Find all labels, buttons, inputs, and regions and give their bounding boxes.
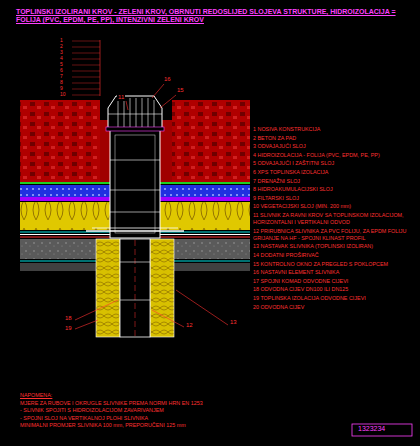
layer-description: 16 NASTAVNI ELEMENT SLIVNIKA	[253, 269, 415, 276]
layer-description: 14 DODATNI PROŠIRIVAČ	[253, 252, 415, 259]
callout-number: 15	[176, 87, 185, 94]
notes-block: NAPOMENA:MJERE ZA RUBOVE I OKRUGLE SLIVN…	[20, 392, 345, 430]
leader-line	[72, 83, 100, 84]
layer-number: 3	[60, 50, 63, 56]
callout-number: 12	[185, 322, 194, 329]
leader-line	[72, 59, 100, 60]
leader-line	[72, 41, 100, 42]
layer-description: 11 SLIVNIK ZA RAVNI KROV SA TOPLINSKOM I…	[253, 212, 415, 226]
layer-description: 5 ODVAJAJUĆI I ZAŠTITNI SLOJ	[253, 160, 415, 167]
callout-number: 11	[117, 94, 125, 101]
drawing-title: TOPLINSKI IZOLIRANI KROV - ZELENI KROV, …	[16, 8, 406, 24]
leader-line	[72, 65, 100, 66]
leader-line	[72, 53, 100, 54]
callout-number: 13	[229, 319, 238, 326]
layer-number: 10	[60, 92, 66, 98]
layer-description: 12 PRIRUBNICA SLIVNIKA ZA PVC FOLIJU, ZA…	[253, 228, 415, 242]
note-line: MJERE ZA RUBOVE I OKRUGLE SLIVNIKE PREMA…	[20, 400, 345, 407]
layer-description: 13 NASTAVAK SLIVNIKA (TOPLINSKI IZOLIRAN…	[253, 243, 415, 250]
leader-line	[72, 47, 100, 48]
note-heading: NAPOMENA:	[20, 392, 345, 399]
layer-description: 19 TOPLINSKA IZOLACIJA ODVODNE CIJEVI	[253, 295, 415, 302]
leader-line	[72, 71, 100, 72]
leader-line	[72, 89, 100, 90]
layer-description: 9 FILTARSKI SLOJ	[253, 195, 415, 202]
callout-number: 18	[64, 315, 73, 322]
note-line: MINIMALNI PROMJER SLIVNIKA 100 mm, PREPO…	[20, 422, 345, 429]
note-line: - SLIVNIK SPOJITI S HIDROIZOLACIJOM ZAVA…	[20, 407, 345, 414]
layer-description: 15 KONTROLNO OKNO ZA PREGLED S POKLOPCEM	[253, 261, 415, 268]
layer-description: 6 XPS TOPLINSKA IZOLACIJA	[253, 169, 415, 176]
layer-description: 7 DRENAŽNI SLOJ	[253, 178, 415, 185]
layer-description: 18 ODVODNA CIJEV DN100 ILI DN125	[253, 286, 415, 293]
layer-description: 1 NOSIVA KONSTRUKCIJA	[253, 126, 415, 133]
note-line: - SPOJNI SLOJ NA VERTIKALNOJ PLOHI SLIVN…	[20, 415, 345, 422]
layer-description: 10 VEGETACIJSKI SLOJ (MIN. 200 mm)	[253, 203, 415, 210]
leader-line	[72, 95, 100, 96]
drawing-code: 1323234	[358, 425, 385, 433]
layer-number: 8	[60, 80, 63, 86]
layer-description: 20 ODVODNA CIJEV	[253, 304, 415, 311]
leader-line	[72, 77, 100, 78]
layer-description: 4 HIDROIZOLACIJA - FOLIJA (PVC, EPDM, PE…	[253, 152, 415, 159]
layer-description: 8 HIDROAKUMULACIJSKI SLOJ	[253, 186, 415, 193]
layer-number: 7	[60, 74, 63, 80]
callout-number: 19	[64, 325, 73, 332]
layer-number: 2	[60, 44, 63, 50]
layer-number: 6	[60, 68, 63, 74]
callout-number: 16	[163, 76, 172, 83]
layer-description: 2 BETON ZA PAD	[253, 135, 415, 142]
layer-number: 1	[60, 38, 63, 44]
layer-number: 4	[60, 56, 63, 62]
layer-description: 17 SPOJNI KOMAD ODVODNE CIJEVI	[253, 278, 415, 285]
layer-description: 3 ODVAJAJUĆI SLOJ	[253, 143, 415, 150]
layer-list: 1 NOSIVA KONSTRUKCIJA 2 BETON ZA PAD3 ODV…	[253, 126, 415, 312]
layer-number: 9	[60, 86, 63, 92]
layer-number: 5	[60, 62, 63, 68]
